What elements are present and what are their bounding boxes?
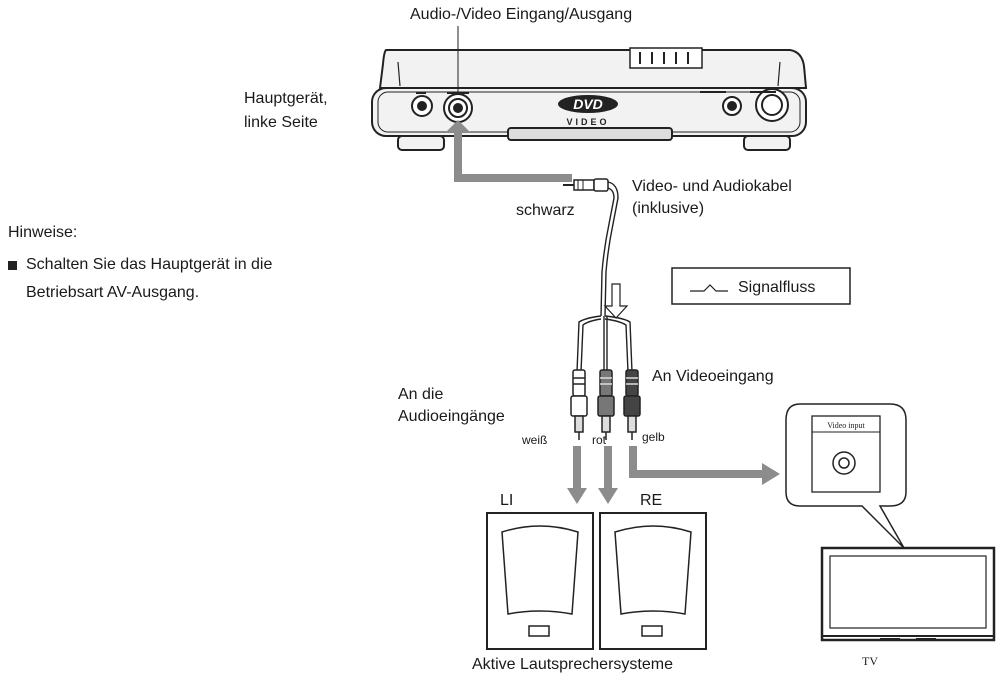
signal-flow-arrow-icon <box>690 284 728 292</box>
signal-flow-label: Signalfluss <box>738 279 816 296</box>
rca-plug-red <box>597 369 615 440</box>
arrow-to-left-speaker <box>567 446 587 504</box>
video-logo-text: VIDEO <box>566 117 609 127</box>
dvd-logo: DVD VIDEO <box>558 95 618 127</box>
signal-direction-arrow-icon <box>603 283 629 319</box>
tv-caption: TV <box>862 654 878 668</box>
red-plug-label: rot <box>592 433 607 447</box>
audio-inputs-label-line2: Audioeingänge <box>398 408 505 425</box>
arrow-to-main-unit <box>446 120 572 182</box>
right-speaker-label: RE <box>640 492 663 509</box>
right-speaker <box>599 512 707 650</box>
left-speaker <box>486 512 594 650</box>
white-plug-label: weiß <box>522 433 548 447</box>
left-speaker-label: LI <box>500 492 514 509</box>
av-cable <box>563 178 633 373</box>
audio-inputs-label-line1: An die <box>398 386 444 403</box>
main-unit-label-line1: Hauptgerät, <box>244 90 328 107</box>
signal-flow-legend-box <box>671 267 851 305</box>
header-title: Audio-/Video Eingang/Ausgang <box>410 6 633 23</box>
tv-input-callout <box>785 403 907 549</box>
rca-plug-yellow <box>623 369 641 440</box>
connection-arrows <box>446 120 780 504</box>
video-input-label: Video input <box>827 421 865 430</box>
main-unit-label-line2: linke Seite <box>244 114 318 131</box>
notes-bullet-line1: Schalten Sie das Hauptgerät in die <box>26 256 273 273</box>
yellow-plug-label: gelb <box>642 430 665 444</box>
arrow-to-right-speaker <box>598 446 618 504</box>
main-unit-device <box>371 47 808 151</box>
note-bullet-icon <box>8 261 17 270</box>
arrow-to-tv <box>629 446 780 485</box>
plug-color-label: schwarz <box>516 202 575 219</box>
dvd-logo-text: DVD <box>573 96 603 112</box>
cable-label-line1: Video- und Audiokabel <box>632 178 792 195</box>
cable-label-line2: (inklusive) <box>632 200 705 217</box>
rca-plug-white <box>570 369 588 440</box>
tv-set <box>820 546 996 642</box>
notes-bullet-line2: Betriebsart AV-Ausgang. <box>26 284 200 301</box>
video-input-label-text: An Videoeingang <box>652 368 774 385</box>
notes-heading: Hinweise: <box>8 224 78 241</box>
speakers-caption: Aktive Lautsprechersysteme <box>472 656 673 673</box>
